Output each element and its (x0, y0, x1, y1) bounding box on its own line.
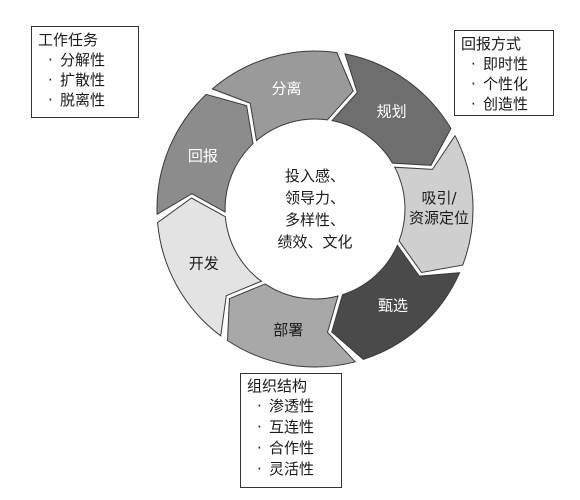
cycle-label-guihua: 规划 (377, 103, 407, 121)
return-methods-item: ·个性化 (471, 75, 529, 93)
cycle-segment-kaifa (157, 197, 263, 337)
work-tasks-item: ·扩散性 (48, 71, 106, 89)
cycle-segment-huibao (156, 93, 254, 216)
work-tasks-item: ·分解性 (48, 51, 106, 69)
center-text-line: 绩效、文化 (277, 233, 352, 251)
work-tasks-item: ·脱离性 (48, 91, 106, 109)
cycle-label-kaifa: 开发 (189, 255, 219, 273)
cycle-label-zhenxuan: 甄选 (378, 296, 408, 314)
center-text-line: 领导力、 (285, 189, 345, 207)
center-text-line: 多样性、 (285, 211, 345, 229)
work-tasks-title: 工作任务 (38, 31, 99, 49)
org-structure-box: 组织结构 ·渗透性 ·互连性 ·合作性 ·灵活性 (240, 373, 342, 488)
return-methods-item: ·即时性 (471, 55, 529, 73)
cycle-label-huibao: 回报 (188, 147, 218, 165)
return-methods-box: 回报方式 ·即时性 ·个性化 ·创造性 (454, 30, 554, 116)
org-structure-item: ·互连性 (257, 418, 315, 436)
cycle-label-xiyin: 吸引/资源定位 (409, 189, 469, 227)
cycle-segment-xiyin (393, 134, 474, 274)
cycle-segment-fenli (211, 50, 354, 142)
org-structure-item: ·合作性 (257, 439, 315, 457)
center-text: 投入感、领导力、多样性、绩效、文化 (277, 167, 352, 251)
org-structure-title: 组织结构 (247, 377, 308, 395)
return-methods-item: ·创造性 (471, 95, 529, 113)
cycle-label-fenli: 分离 (271, 79, 301, 97)
cycle-segment-zhenxuan (331, 244, 461, 360)
center-text-line: 投入感、 (285, 167, 345, 185)
return-methods-title: 回报方式 (461, 35, 522, 53)
cycle-segment-guihua (331, 53, 452, 166)
cycle-label-bushu: 部署 (273, 321, 303, 339)
org-structure-item: ·灵活性 (257, 460, 315, 478)
cycle-segment-bushu (226, 283, 357, 368)
work-tasks-box: 工作任务 ·分解性 ·扩散性 ·脱离性 (31, 26, 139, 118)
org-structure-item: ·渗透性 (257, 397, 315, 415)
